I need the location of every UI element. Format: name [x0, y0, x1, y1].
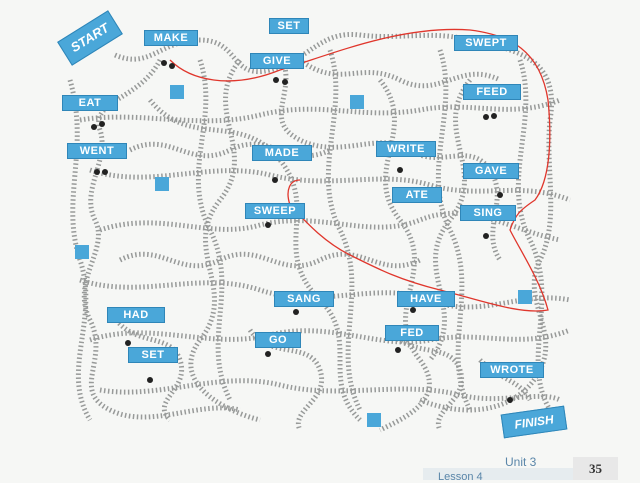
- sign-went: WENT: [67, 143, 127, 159]
- footer-bar: [423, 468, 573, 480]
- sign-swept: SWEPT: [454, 35, 518, 51]
- drawn-route: [169, 28, 551, 312]
- sign-sweep: SWEEP: [245, 203, 305, 219]
- signal-icons: [75, 85, 532, 427]
- sign-had: HAD: [107, 307, 165, 323]
- page-number: 35: [573, 457, 618, 480]
- sign-gave: GAVE: [463, 163, 519, 179]
- unit-label: Unit 3: [505, 455, 537, 469]
- sign-sing: SING: [460, 205, 516, 221]
- sign-ate: ATE: [392, 187, 442, 203]
- sign-fed: FED: [385, 325, 439, 341]
- sign-made: MADE: [252, 145, 312, 161]
- sign-give: GIVE: [250, 53, 304, 69]
- stations: [91, 60, 513, 403]
- sign-set-bottom: SET: [128, 347, 178, 363]
- sign-feed: FEED: [463, 84, 521, 100]
- sign-make: MAKE: [144, 30, 198, 46]
- sign-have: HAVE: [397, 291, 455, 307]
- sign-wrote: WROTE: [480, 362, 544, 378]
- sign-go: GO: [255, 332, 301, 348]
- lesson-label: Lesson 4: [438, 471, 483, 483]
- sign-set-top: SET: [269, 18, 309, 34]
- sign-write: WRITE: [376, 141, 436, 157]
- sign-sang: SANG: [274, 291, 334, 307]
- sign-eat: EAT: [62, 95, 118, 111]
